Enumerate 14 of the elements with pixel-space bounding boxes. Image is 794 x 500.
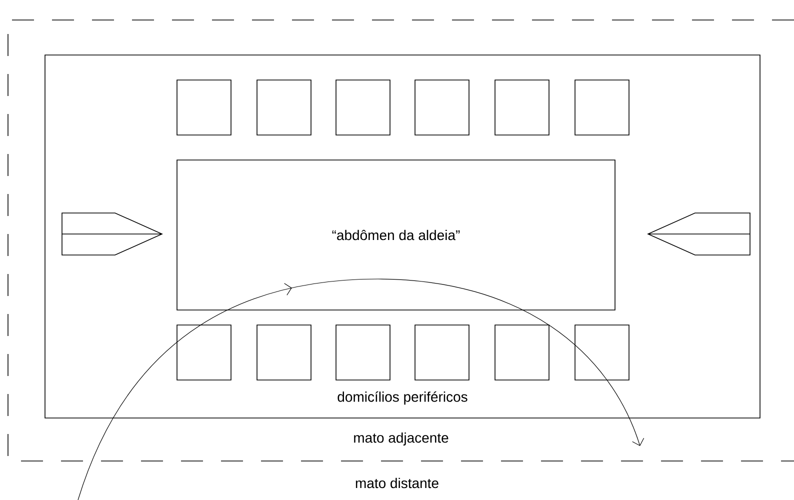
house-box: [176, 80, 232, 136]
plaza-box: “abdômen da aldeia”: [176, 160, 616, 310]
house-box: [256, 324, 312, 380]
zone-label: mato distante: [356, 478, 438, 488]
house-box: [574, 80, 630, 136]
house-box: [256, 80, 312, 136]
house-box: [414, 80, 470, 136]
house-box: [574, 324, 630, 380]
house-box: [494, 324, 550, 380]
house-box: [336, 80, 390, 136]
house-box: [494, 80, 550, 136]
house-box: [176, 324, 232, 380]
house-box: [414, 324, 470, 380]
house-box: [336, 324, 390, 380]
